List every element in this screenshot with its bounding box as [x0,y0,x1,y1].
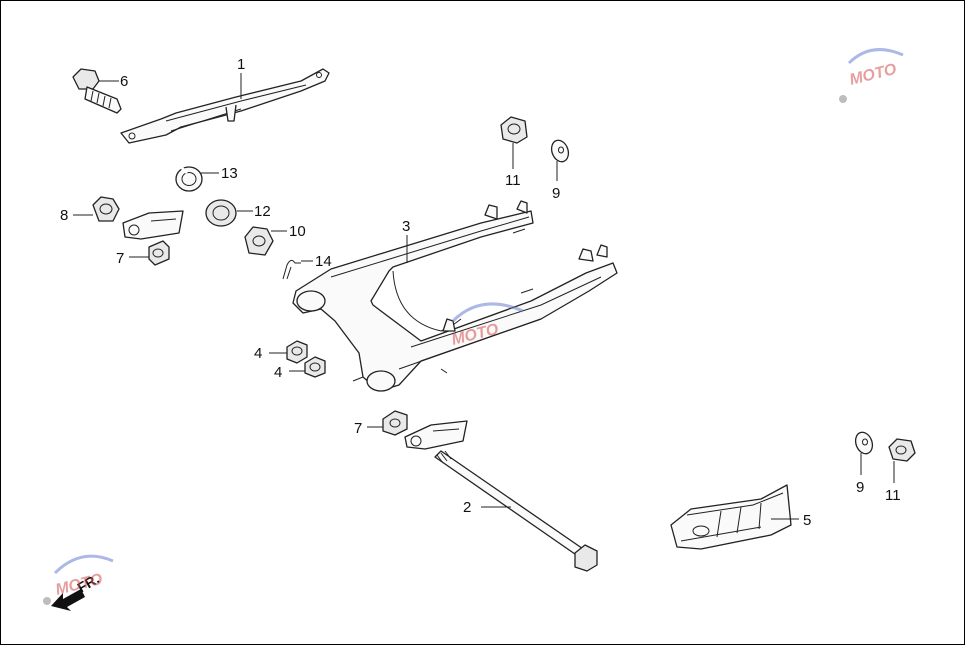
callout-12: 12 [254,203,271,220]
callout-7-upper: 7 [116,250,124,267]
callout-11-lower: 11 [885,487,901,504]
part-5-chain-slider [670,484,792,550]
callout-8: 8 [60,207,68,224]
part-10-nut [244,226,274,256]
part-14-cotter-pin [282,259,301,280]
callout-9-upper: 9 [552,185,560,202]
part-2-pivot-axle [434,450,598,572]
part-11-nut-upper [500,116,528,144]
callout-6: 6 [120,73,128,90]
callout-5: 5 [803,512,811,529]
part-8-nut [92,196,120,222]
part-3-swingarm [292,200,618,392]
callout-4-lower: 4 [274,364,282,381]
leader-lines [73,73,895,520]
callout-1: 1 [237,56,245,73]
part-4-bushing-upper [286,340,308,364]
callout-labels: 1 2 3 4 4 5 6 7 7 8 9 9 10 11 11 12 13 1… [60,56,901,529]
part-7-collar-lower [382,410,408,436]
part-11-nut-lower [888,438,916,462]
front-arrow-icon [51,589,85,611]
callout-4-upper: 4 [254,345,262,362]
part-12-washer [205,199,237,227]
callout-9-lower: 9 [856,479,864,496]
watermark-logo-top-right: MOTO [839,48,904,103]
callout-3: 3 [402,218,410,235]
callout-13: 13 [221,165,238,182]
callout-14: 14 [315,253,332,270]
part-7-collar-upper [148,240,170,266]
part-1-chain-guide [120,68,330,144]
part-9-washer-lower [854,431,874,455]
part-9-washer-upper [550,139,570,163]
callout-7-lower: 7 [354,420,362,437]
part-13-snap-ring [175,165,203,192]
svg-text:MOTO: MOTO [848,61,899,89]
part-6-bolt [72,68,122,114]
part-4-bushing-lower [304,356,326,378]
callout-11-upper: 11 [505,172,521,189]
chain-adjuster-plate-upper [122,210,184,240]
callout-10: 10 [289,223,306,240]
callout-2: 2 [463,499,471,516]
chain-adjuster-plate-lower [404,420,468,450]
